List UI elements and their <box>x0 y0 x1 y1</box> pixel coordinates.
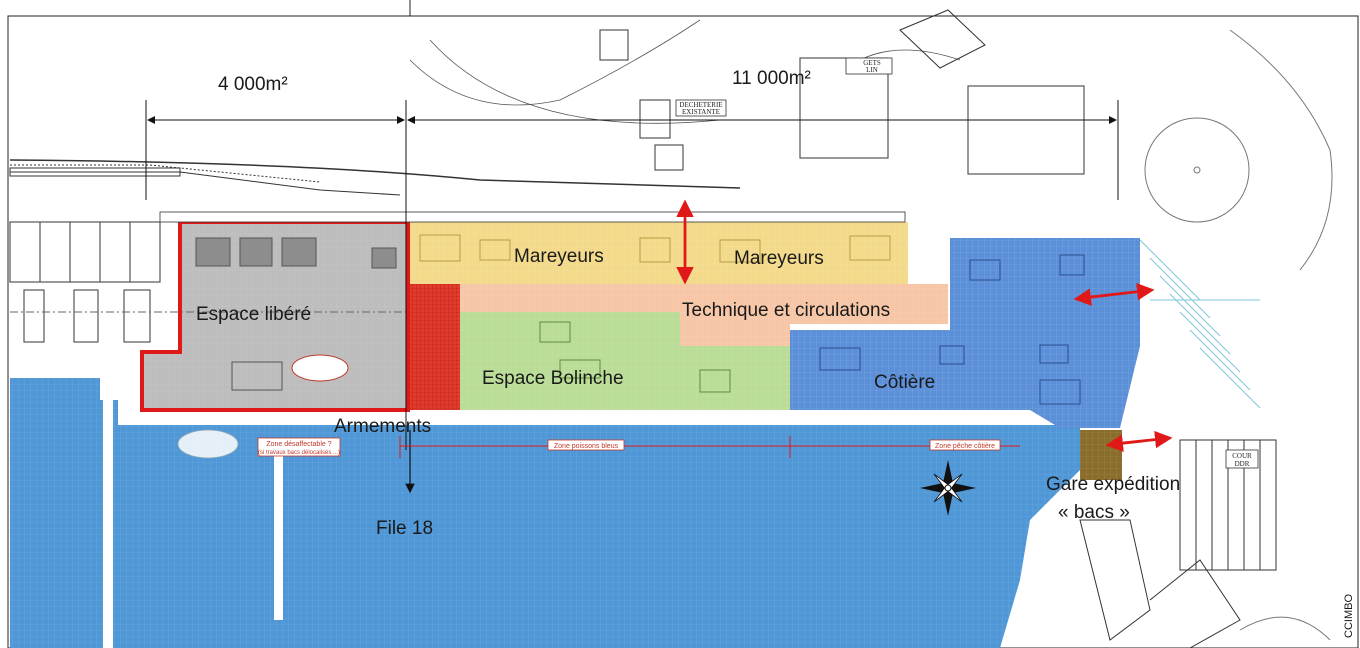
label-cotiere: Côtière <box>874 372 935 393</box>
label-existante: EXISTANTE <box>682 108 720 116</box>
quay-label-cotiere-box <box>929 439 1001 451</box>
quay-label-poissons-bleus: Zone poissons bleus <box>554 443 619 450</box>
area-right-label: 11 000m² <box>732 68 811 89</box>
credit-label: CCIMBO <box>1343 594 1355 638</box>
quay-label-peche-cotiere: Zone pêche côtière <box>935 443 995 450</box>
bay-strip <box>159 211 906 223</box>
label-mareyeurs-1: Mareyeurs <box>514 246 604 267</box>
quay-label-desaffectable-sub: (si travaux bacs délocalisés ...) <box>258 450 340 456</box>
label-gets: GETS <box>863 59 881 67</box>
label-cour: COUR <box>1232 452 1252 460</box>
label-armements: Armements <box>334 416 431 437</box>
quay-label-desaffectable-box <box>257 437 341 457</box>
label-file18: File 18 <box>376 518 433 539</box>
label-mareyeurs-2: Mareyeurs <box>734 248 824 269</box>
label-gare-line2: « bacs » <box>1058 502 1130 523</box>
label-ddr: DDR <box>1235 460 1250 468</box>
pontoon-middle <box>274 440 283 620</box>
quay-label-desaffectable: Zone désaffectable ? <box>266 441 331 448</box>
label-espace-libere: Espace libéré <box>196 304 311 325</box>
label-gare-line1: Gare expédition <box>1046 474 1180 495</box>
label-bolinche: Espace Bolinche <box>482 368 624 389</box>
label-lin: LIN <box>866 66 878 74</box>
compass-rose-icon <box>920 460 976 516</box>
label-decheterie: DECHETERIE <box>679 101 722 109</box>
quay-label-poissons-box <box>547 439 625 451</box>
area-left-label: 4 000m² <box>218 74 288 95</box>
pontoon-left <box>103 380 113 648</box>
label-technique: Technique et circulations <box>682 300 890 321</box>
